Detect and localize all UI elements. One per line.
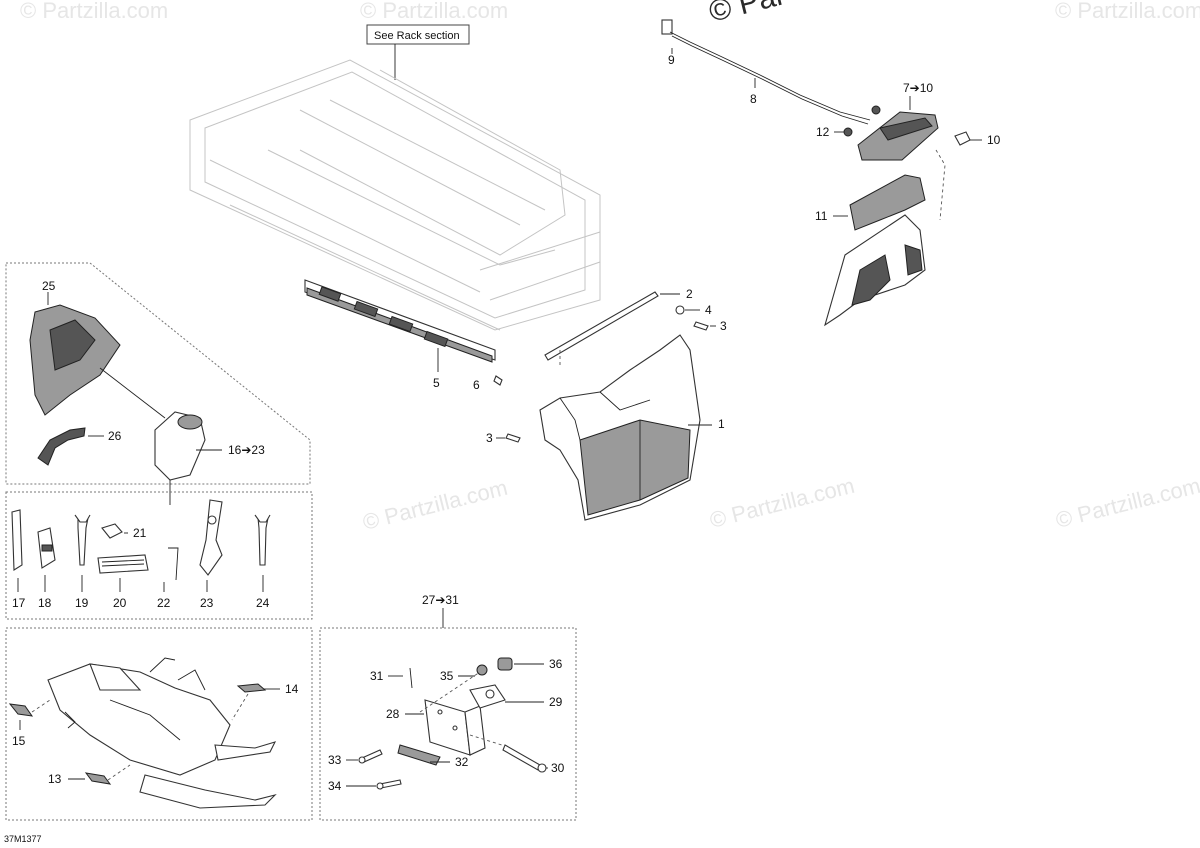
tools-box: 17 18 19 21 20 22 bbox=[5, 491, 313, 620]
watermark-text: © Partzilla.com bbox=[360, 475, 510, 535]
bag-guide-line bbox=[99, 367, 166, 419]
part-24-wrench[interactable]: 24 bbox=[254, 514, 271, 610]
part-35-nut[interactable]: 35 bbox=[440, 664, 488, 683]
label-26: 26 bbox=[108, 429, 122, 443]
part-28-bracket[interactable]: 28 bbox=[386, 699, 486, 756]
part-18-fuse-set[interactable]: 18 bbox=[37, 527, 56, 610]
hitch-box: 27➔31 31 35 36 28 29 bbox=[319, 593, 577, 821]
label-3-lower: 3 bbox=[486, 431, 493, 445]
label-36: 36 bbox=[549, 657, 563, 671]
part-26-strap[interactable]: 26 bbox=[37, 427, 122, 466]
hitch-guide-line bbox=[469, 734, 506, 747]
label-18: 18 bbox=[38, 596, 52, 610]
watermark-text: © Partzilla.com bbox=[1055, 0, 1200, 23]
label-1: 1 bbox=[718, 417, 725, 431]
part-33-screw[interactable]: 33 bbox=[328, 749, 383, 767]
label-6: 6 bbox=[473, 378, 480, 392]
label-12: 12 bbox=[816, 125, 830, 139]
label-8: 8 bbox=[750, 92, 757, 106]
label-3-upper: 3 bbox=[720, 319, 727, 333]
label-33: 33 bbox=[328, 753, 342, 767]
part-34-screw[interactable]: 34 bbox=[328, 779, 402, 793]
part-21-clip[interactable]: 21 bbox=[101, 523, 147, 540]
label-13: 13 bbox=[48, 772, 62, 786]
rack-ghost-outline bbox=[189, 59, 601, 331]
label-4: 4 bbox=[705, 303, 712, 317]
part-19-wrench[interactable]: 19 bbox=[74, 514, 91, 610]
rack-section-note: See Rack section bbox=[374, 30, 460, 42]
label-22: 22 bbox=[157, 596, 171, 610]
label-23: 23 bbox=[200, 596, 214, 610]
part-13-reflector[interactable]: 13 bbox=[48, 764, 131, 786]
part-1-front-cover[interactable]: 1 bbox=[539, 334, 725, 521]
hitch-guide-line bbox=[419, 671, 481, 713]
part-30-bolt[interactable]: 30 bbox=[502, 744, 565, 775]
part-29-clevis[interactable]: 29 bbox=[469, 684, 563, 709]
snowmobile-outline bbox=[47, 657, 277, 809]
label-7-10: 7➔10 bbox=[903, 81, 933, 95]
part-20-spark-plug-wrench[interactable]: 20 bbox=[97, 554, 149, 610]
part-15-reflector[interactable]: 15 bbox=[8, 699, 51, 748]
label-11: 11 bbox=[815, 209, 828, 223]
label-34: 34 bbox=[328, 779, 342, 793]
part-6-rivet[interactable]: 6 bbox=[473, 375, 503, 392]
label-24: 24 bbox=[256, 596, 270, 610]
part-14-reflector[interactable]: 14 bbox=[231, 682, 299, 721]
label-25: 25 bbox=[42, 279, 56, 293]
watermark-text: © Partzilla.com bbox=[20, 0, 168, 23]
label-29: 29 bbox=[549, 695, 563, 709]
part-9-connector[interactable]: 9 bbox=[661, 19, 675, 67]
label-2: 2 bbox=[686, 287, 693, 301]
part-4-washer[interactable]: 4 bbox=[675, 303, 712, 317]
label-31: 31 bbox=[370, 669, 384, 683]
label-21: 21 bbox=[133, 526, 147, 540]
label-5: 5 bbox=[433, 376, 440, 390]
watermark-text: © Partzilla.com bbox=[360, 0, 508, 23]
label-27-31: 27➔31 bbox=[422, 593, 459, 607]
label-15: 15 bbox=[12, 734, 26, 748]
taillight-guide-line bbox=[935, 149, 946, 221]
part-23-key-tool[interactable]: 23 bbox=[199, 499, 223, 610]
snowmobile-box: 14 15 13 bbox=[5, 627, 313, 821]
part-17-fuse-puller[interactable]: 17 bbox=[11, 509, 26, 610]
label-17: 17 bbox=[12, 596, 26, 610]
rack-section-callout[interactable]: See Rack section bbox=[366, 24, 470, 80]
part-11-taillight-housing[interactable]: 11 bbox=[815, 174, 926, 327]
label-10: 10 bbox=[987, 133, 1001, 147]
label-30: 30 bbox=[551, 761, 565, 775]
label-35: 35 bbox=[440, 669, 454, 683]
diagram-code: 37M1377 bbox=[4, 834, 42, 844]
watermark-text: © Partzilla.com bbox=[1053, 473, 1200, 533]
part-3-screw-lower[interactable]: 3 bbox=[486, 431, 521, 445]
part-16-23-tool-bag[interactable]: 16➔23 bbox=[154, 411, 265, 505]
label-16-23: 16➔23 bbox=[228, 443, 265, 457]
part-7-10-taillight[interactable]: 7➔10 bbox=[857, 81, 939, 161]
part-36-spacer[interactable]: 36 bbox=[497, 657, 563, 671]
part-25-toolkit-holder[interactable]: 25 bbox=[29, 279, 121, 416]
toolkit-bag-box: 25 26 16➔23 bbox=[5, 262, 311, 505]
part-32-plate[interactable]: 32 bbox=[397, 744, 469, 769]
part-10-bulb[interactable]: 10 bbox=[954, 131, 1001, 147]
part-2-hinge-strip[interactable]: 2 bbox=[544, 287, 693, 366]
label-19: 19 bbox=[75, 596, 89, 610]
label-20: 20 bbox=[113, 596, 127, 610]
label-9: 9 bbox=[668, 53, 675, 67]
label-14: 14 bbox=[285, 682, 299, 696]
part-8-wiring-harness[interactable]: 8 bbox=[669, 31, 871, 125]
part-12-grommet[interactable]: 12 bbox=[816, 105, 881, 139]
label-32: 32 bbox=[455, 755, 469, 769]
label-28: 28 bbox=[386, 707, 400, 721]
part-31-pin[interactable]: 31 bbox=[370, 667, 413, 689]
watermark-corner-text: © Par bbox=[706, 0, 789, 29]
part-3-screw-upper[interactable]: 3 bbox=[693, 319, 727, 333]
part-5-side-panel[interactable]: 5 bbox=[304, 279, 496, 390]
part-22-hex-key[interactable]: 22 bbox=[157, 547, 179, 610]
watermark-text: © Partzilla.com bbox=[707, 473, 857, 533]
